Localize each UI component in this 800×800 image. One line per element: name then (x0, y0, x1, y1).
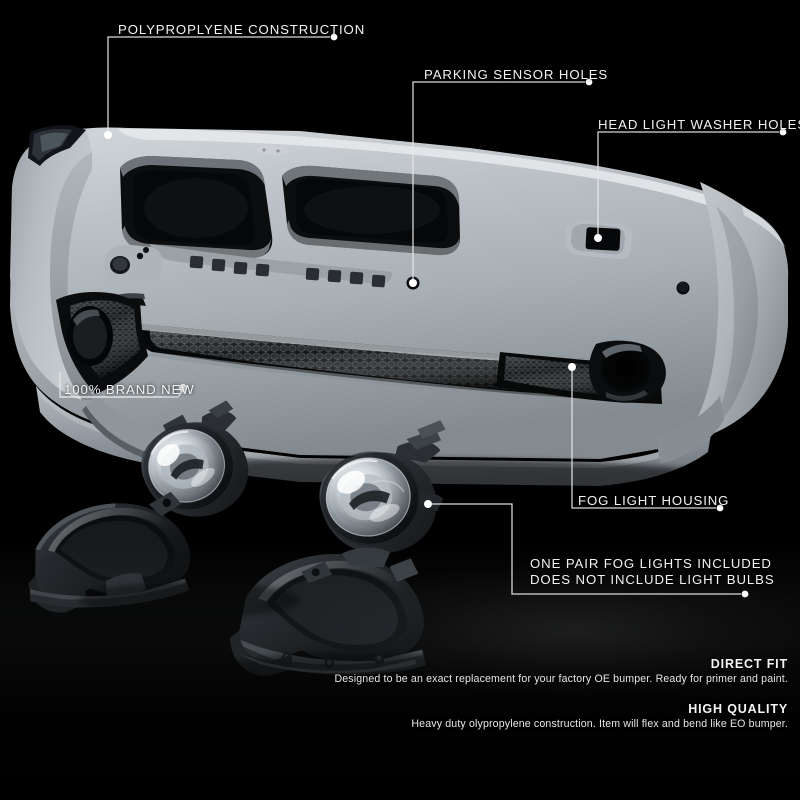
callout-label-fog-pair: ONE PAIR FOG LIGHTS INCLUDED DOES NOT IN… (530, 556, 775, 587)
callout-label-polypropylene: POLYPROPLYENE CONSTRUCTION (118, 22, 366, 37)
callout-label-washer-holes: HEAD LIGHT WASHER HOLES (598, 117, 800, 132)
callout-label-fog-pair-line2: DOES NOT INCLUDE LIGHT BULBS (530, 571, 775, 587)
callout-label-fog-pair-line1: ONE PAIR FOG LIGHTS INCLUDED (530, 556, 772, 571)
feature-high-quality-body: Heavy duty olypropylene construction. It… (411, 718, 788, 730)
fog-light-left-art (141, 400, 249, 517)
callout-label-fog-housing: FOG LIGHT HOUSING (578, 493, 730, 508)
feature-direct-fit-body: Designed to be an exact replacement for … (334, 673, 788, 685)
feature-direct-fit-heading: DIRECT FIT (710, 657, 788, 671)
callout-label-parking-sensor: PARKING SENSOR HOLES (424, 67, 609, 82)
bumper-cover-art (10, 125, 789, 502)
feature-direct-fit: DIRECT FIT Designed to be an exact repla… (334, 657, 788, 685)
callout-label-brand-new: 100% BRAND NEW (64, 382, 195, 397)
feature-high-quality-heading: HIGH QUALITY (688, 702, 788, 716)
feature-high-quality: HIGH QUALITY Heavy duty olypropylene con… (411, 702, 788, 730)
